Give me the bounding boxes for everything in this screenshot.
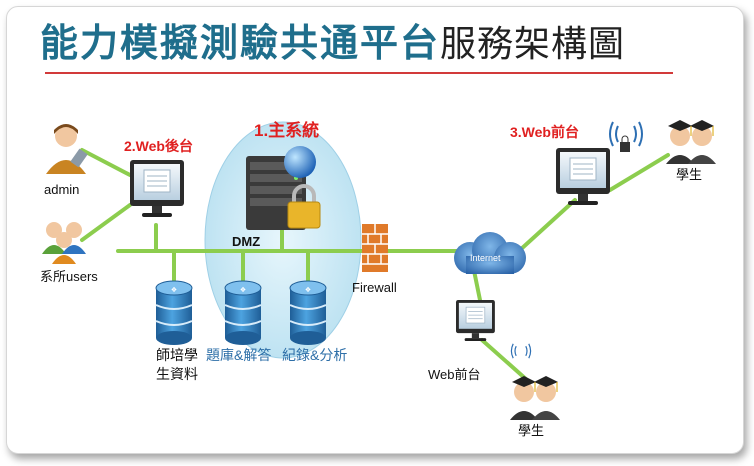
wireless-signal-icon-bottom bbox=[510, 343, 532, 359]
label-web-frontend-bottom: Web前台 bbox=[428, 367, 481, 382]
title-underline bbox=[45, 72, 673, 74]
graduate-students-icon-top bbox=[665, 119, 717, 165]
graduate-students-icon-bottom bbox=[509, 375, 561, 421]
padlock-icon-small bbox=[620, 135, 630, 152]
database-icon-logs-analysis bbox=[289, 280, 327, 346]
user-group-icon bbox=[42, 222, 86, 264]
label-db-logs-analysis: 紀錄&分析 bbox=[282, 347, 348, 363]
label-students-bottom: 學生 bbox=[518, 423, 545, 438]
database-icon-question-bank bbox=[224, 280, 262, 346]
diagram-title: 能力模擬測驗共通平台服務架構圖 bbox=[40, 12, 625, 67]
label-db-teacher-student-line1: 師培學 bbox=[156, 347, 198, 363]
label-dmz: DMZ bbox=[232, 234, 261, 249]
padlock-icon bbox=[287, 184, 321, 229]
web-frontend-top-monitor-icon bbox=[555, 147, 611, 206]
label-main-system: 1.主系統 bbox=[254, 121, 320, 140]
admin-user-icon bbox=[46, 124, 88, 174]
database-icon-teacher-student bbox=[155, 280, 193, 346]
web-backend-monitor-icon bbox=[129, 159, 185, 218]
label-firewall: Firewall bbox=[352, 280, 397, 295]
title-suffix: 服務架構圖 bbox=[440, 24, 626, 65]
label-admin: admin bbox=[44, 182, 80, 197]
title-main: 能力模擬測驗共通平台 bbox=[40, 20, 441, 65]
label-db-teacher-student-line2: 生資料 bbox=[156, 366, 198, 382]
cloud-icon bbox=[454, 232, 526, 274]
label-db-question-bank: 題庫&解答 bbox=[206, 347, 272, 363]
label-internet: Internet bbox=[470, 253, 501, 263]
label-web-frontend-top: 3.Web前台 bbox=[510, 124, 579, 140]
globe-icon bbox=[284, 146, 316, 178]
web-frontend-bottom-monitor-icon bbox=[455, 299, 496, 342]
label-dept-users: 系所users bbox=[40, 269, 98, 284]
firewall-icon bbox=[362, 224, 388, 272]
label-students-top: 學生 bbox=[676, 167, 703, 182]
label-web-backend: 2.Web後台 bbox=[124, 138, 193, 154]
